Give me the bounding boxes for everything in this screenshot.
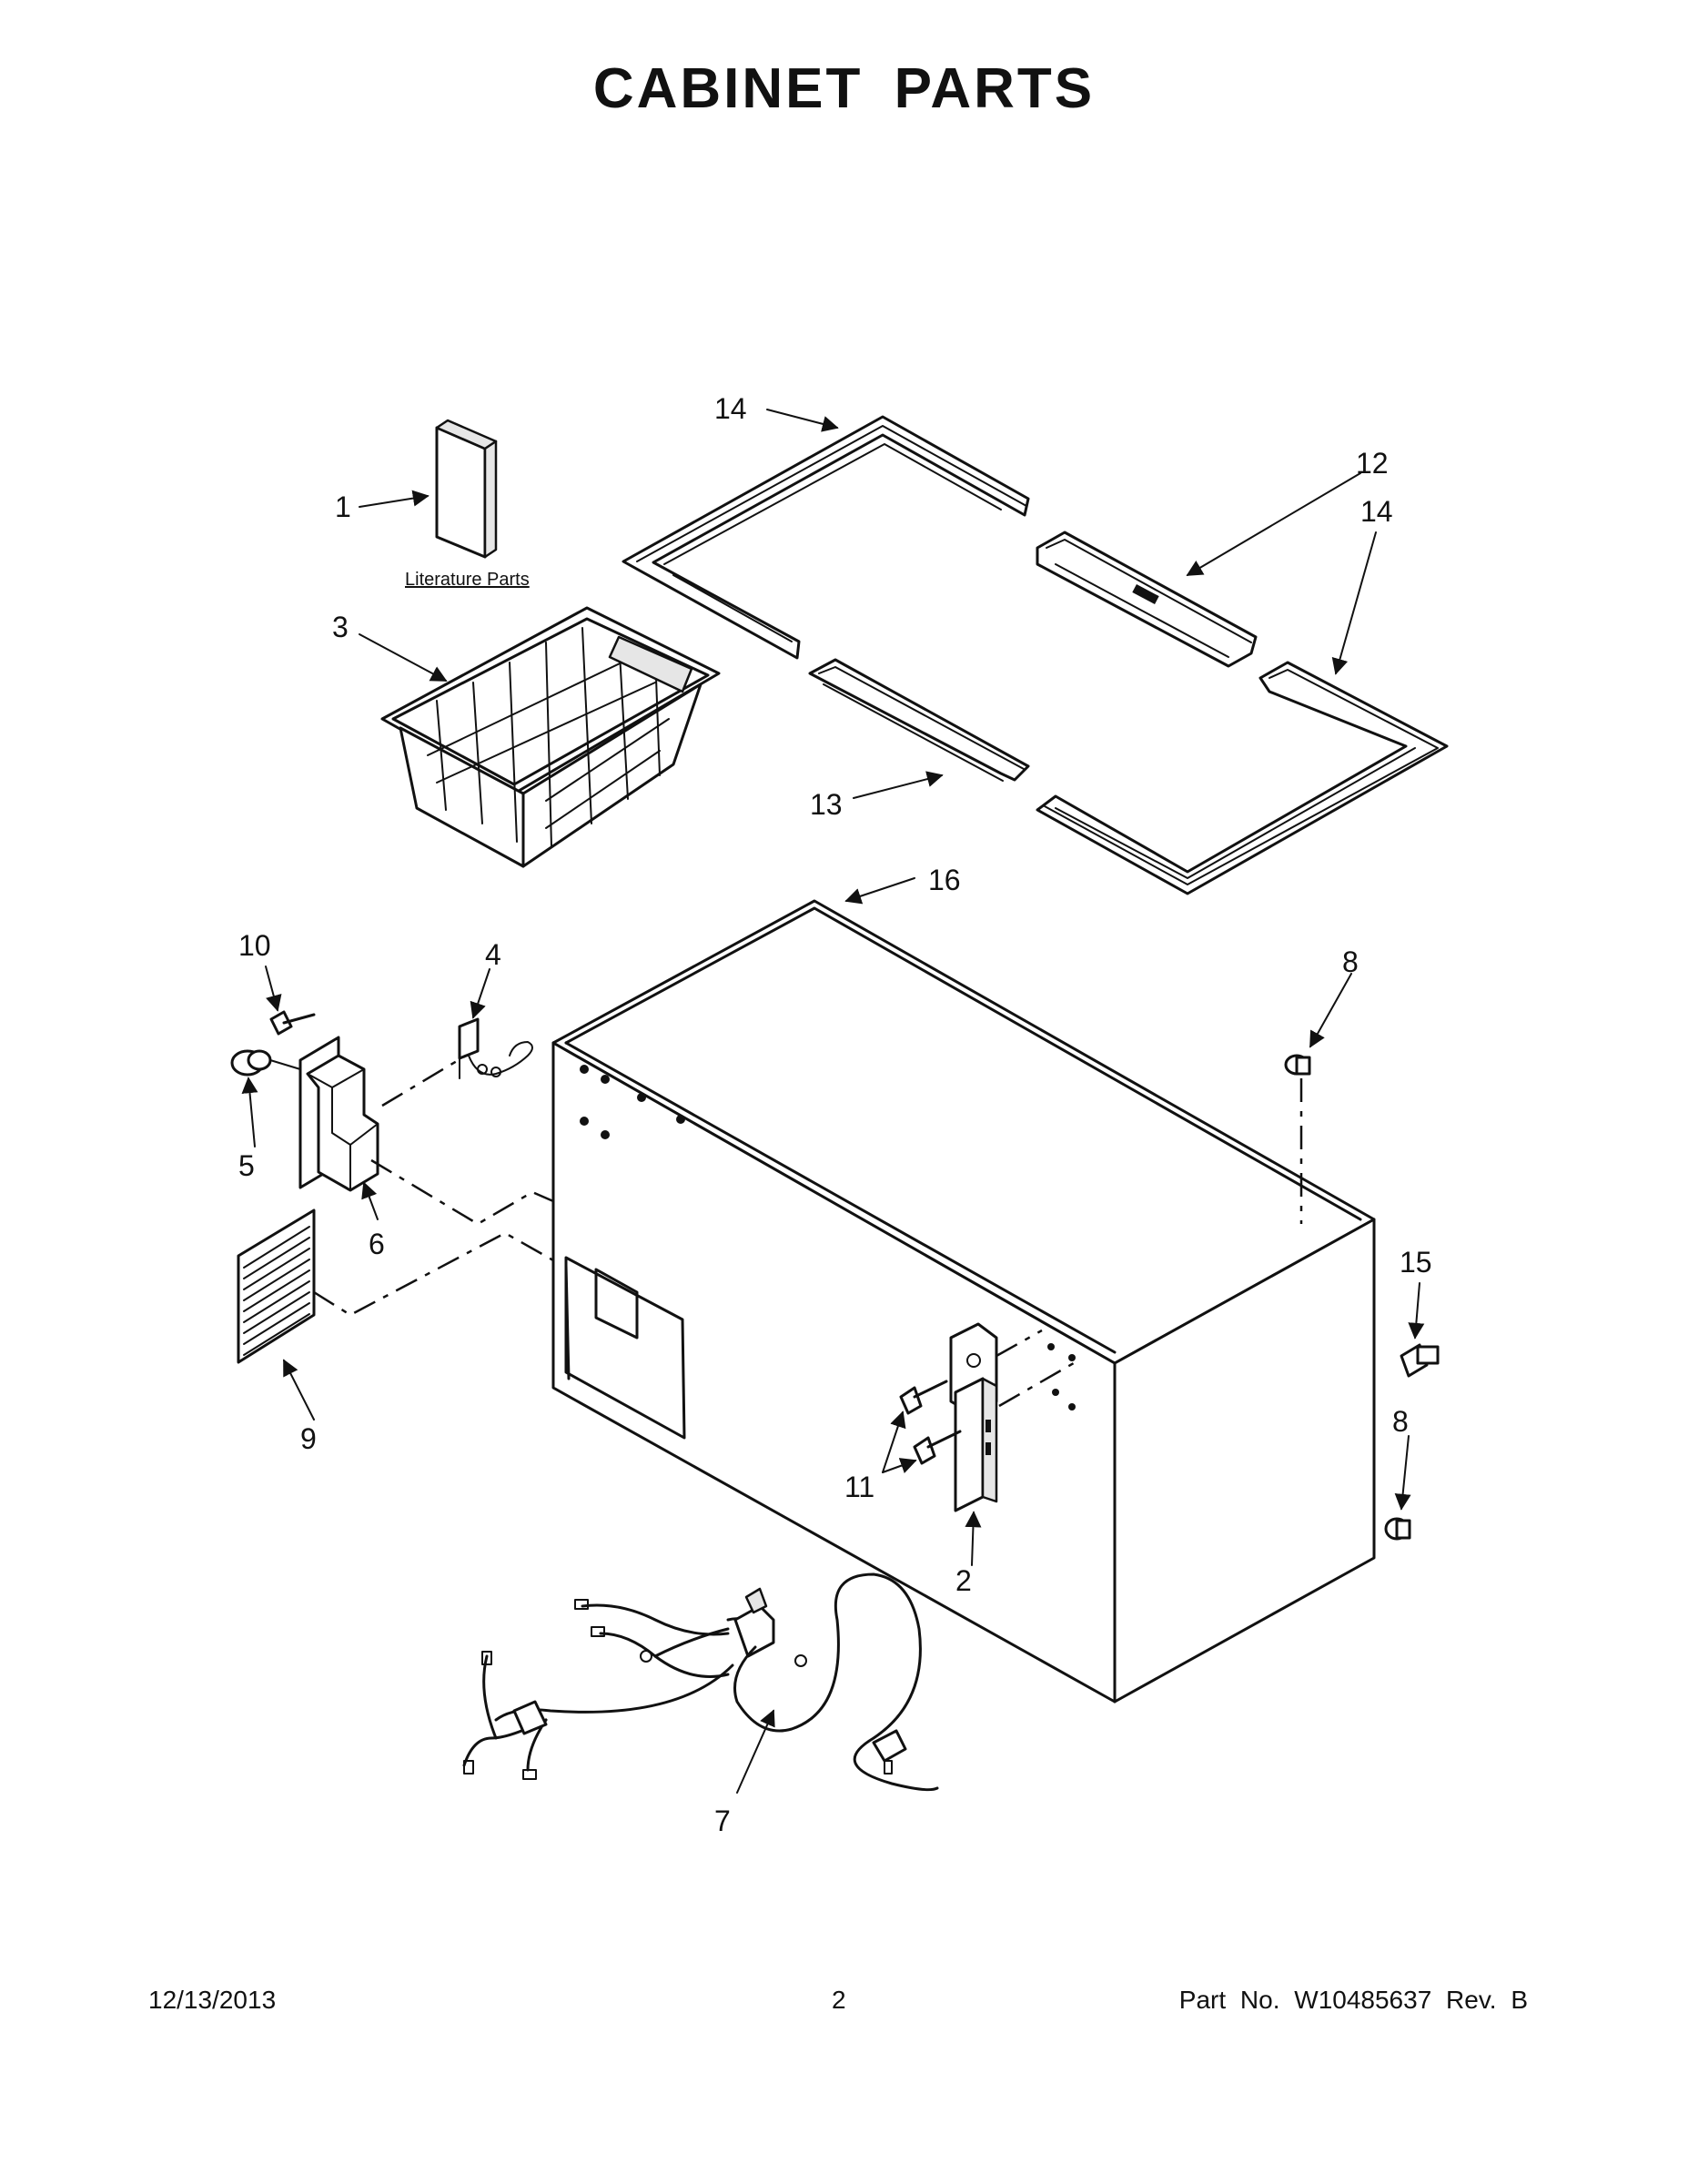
lid-gasket-middle — [1036, 531, 1258, 668]
footer-part-number: Part No. W10485637 Rev. B — [1178, 1986, 1528, 2014]
literature-booklet — [435, 419, 498, 559]
hinge-screws — [899, 1380, 962, 1465]
callout-7: 7 — [714, 1805, 731, 1837]
callout-2: 2 — [955, 1564, 972, 1597]
callout-15: 15 — [1400, 1246, 1432, 1279]
housing-screw — [269, 1010, 316, 1036]
callout-6: 6 — [369, 1228, 385, 1260]
callout-8-side: 8 — [1392, 1405, 1409, 1438]
callout-14-right: 14 — [1360, 495, 1393, 528]
leveling-leg — [1400, 1343, 1440, 1378]
callout-13: 13 — [810, 788, 843, 821]
thermostat-knob — [230, 1049, 301, 1077]
wire-harness — [462, 1572, 939, 1792]
callout-leaders — [241, 409, 1425, 1794]
callout-5: 5 — [238, 1149, 255, 1182]
lid-gasket-back — [622, 415, 1030, 660]
callout-9: 9 — [300, 1422, 317, 1455]
callout-14-top: 14 — [714, 392, 747, 425]
lid-gasket-right — [1036, 661, 1449, 895]
callout-10: 10 — [238, 929, 271, 962]
page-title: CABINET PARTS — [592, 57, 1096, 120]
literature-parts-label: Literature Parts — [405, 570, 530, 590]
callout-8-top: 8 — [1342, 945, 1359, 978]
vent-grille — [237, 1208, 316, 1364]
cabinet-plug-top — [1284, 1054, 1311, 1076]
callout-labels: 1 2 3 4 5 6 7 8 8 9 10 11 12 13 14 14 15… — [238, 392, 1432, 1837]
control-housing — [298, 1036, 379, 1192]
assembly-lines — [313, 1054, 1303, 1408]
lid-hinge — [949, 1322, 998, 1512]
cabinet-plug-side — [1384, 1517, 1411, 1541]
storage-basket — [380, 606, 721, 868]
footer-page-number: 2 — [832, 1986, 846, 2014]
callout-12: 12 — [1356, 447, 1389, 480]
callout-1: 1 — [335, 490, 351, 523]
callout-3: 3 — [332, 611, 349, 643]
cabinet-body — [551, 899, 1376, 1704]
footer-date: 12/13/2013 — [148, 1986, 277, 2014]
lid-gasket-front — [808, 658, 1030, 782]
callout-4: 4 — [485, 938, 501, 971]
lid-switch — [458, 1017, 533, 1079]
callout-11: 11 — [844, 1471, 874, 1503]
callout-16: 16 — [928, 864, 961, 896]
